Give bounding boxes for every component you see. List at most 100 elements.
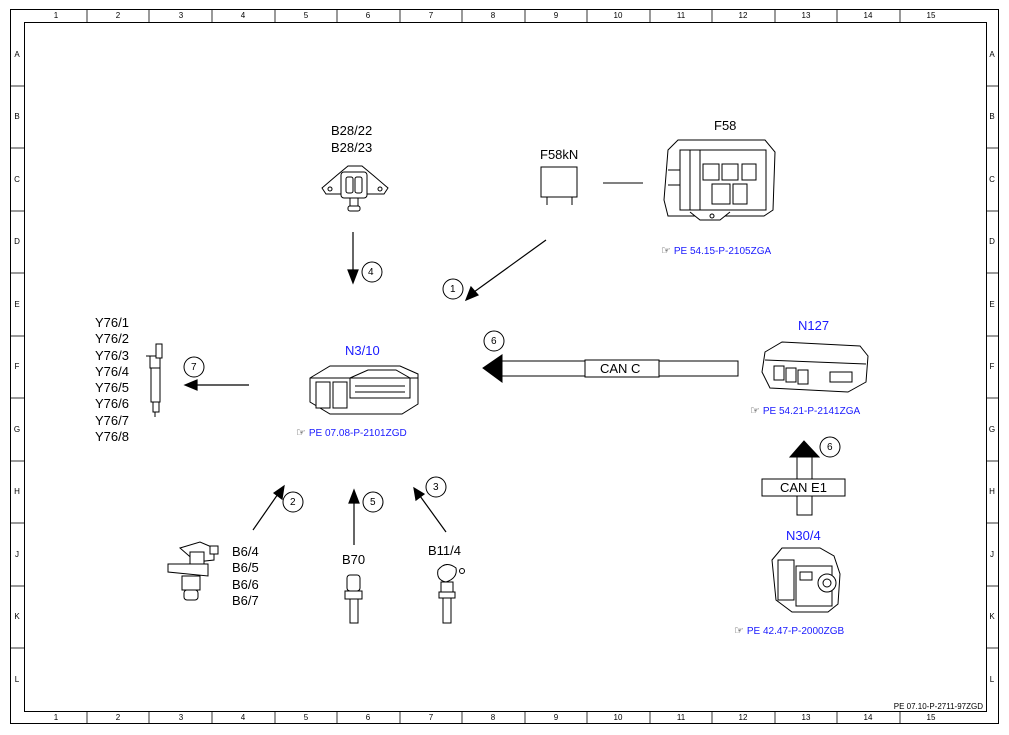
callout-1 (442, 278, 464, 300)
grid-col-label: 7 (428, 11, 434, 20)
callout-number-3: 3 (433, 482, 439, 493)
component-label-y76-8: Y76/8 (95, 429, 129, 445)
can-c-bus (482, 354, 739, 383)
callout-3 (425, 476, 447, 498)
bus-label-can-c: CAN C (600, 361, 641, 376)
grid-row-label: A (14, 50, 20, 59)
grid-col-label: 5 (303, 11, 309, 20)
grid-col-label: 2 (115, 713, 121, 722)
grid-col-label: 8 (490, 713, 496, 722)
grid-col-label: 13 (801, 11, 811, 20)
engine-control-unit-icon (309, 365, 419, 415)
grid-row-label: J (990, 550, 994, 559)
grid-col-label: 11 (676, 713, 686, 722)
grid-row-label: A (989, 50, 995, 59)
callout-4 (361, 261, 383, 283)
control-module-icon (761, 341, 869, 393)
component-label-y76-6: Y76/6 (95, 396, 129, 412)
callout-5 (362, 491, 384, 513)
reference-link-n127[interactable]: ☞PE 54.21-P-2141ZGA (750, 405, 861, 417)
component-label-n127: N127 (798, 318, 830, 333)
fuel-injector-icon (146, 343, 163, 417)
component-label-b11-4: B11/4 (428, 543, 462, 558)
grid-row-label: J (15, 550, 19, 559)
component-label-f58: F58 (714, 118, 737, 133)
grid-row-label: E (14, 300, 20, 309)
grid-row-label: D (989, 237, 995, 246)
grid-col-label: 12 (738, 11, 748, 20)
relay-icon (540, 166, 578, 205)
component-label-n3-10: N3/10 (345, 343, 380, 358)
grid-row-label: D (14, 237, 20, 246)
component-label-f58kn: F58kN (540, 147, 579, 162)
callout-number-1: 1 (450, 284, 456, 295)
grid-col-label: 13 (801, 713, 811, 722)
component-label-b6-7: B6/7 (232, 592, 259, 608)
grid-col-label: 10 (613, 713, 623, 722)
grid-col-label: 6 (365, 713, 371, 722)
component-label-y76-1: Y76/1 (95, 315, 129, 330)
component-label-y76-4: Y76/4 (95, 363, 129, 379)
pointing-hand-icon: ☞ (661, 245, 671, 257)
component-label-y76-2: Y76/2 (95, 331, 129, 347)
callout-number-6: 6 (491, 336, 497, 347)
callout-number-2: 2 (290, 497, 296, 508)
grid-col-label: 1 (53, 713, 59, 722)
grid-col-label: 15 (926, 713, 936, 722)
grid-col-label: 9 (553, 11, 559, 20)
grid-row-label: F (989, 362, 995, 371)
bus-label-can-e1: CAN E1 (780, 480, 827, 495)
document-reference: PE 07.10-P-2711-97ZGD (893, 702, 983, 711)
grid-col-label: 1 (53, 11, 59, 20)
callout-6a (483, 330, 505, 352)
grid-row-label: L (14, 675, 20, 684)
callout-number-6: 6 (827, 442, 833, 453)
component-label-b6-4: B6/4 (232, 544, 259, 559)
component-label-y76-list: Y76/1 Y76/2 Y76/3 Y76/4 Y76/5 Y76/6 Y76/… (95, 315, 129, 445)
grid-col-label: 11 (676, 11, 686, 20)
crankshaft-sensor-icon (344, 574, 363, 624)
pressure-sensor-icon (321, 165, 389, 212)
pointing-hand-icon: ☞ (734, 625, 744, 637)
callout-number-7: 7 (191, 362, 197, 373)
esp-unit-icon (771, 547, 841, 613)
grid-col-label: 6 (365, 11, 371, 20)
grid-row-label: H (14, 487, 20, 496)
grid-col-label: 15 (926, 11, 936, 20)
grid-col-label: 3 (178, 713, 184, 722)
reference-link-f58[interactable]: ☞PE 54.15-P-2105ZGA (661, 245, 772, 257)
grid-col-label: 2 (115, 11, 121, 20)
callout-7 (183, 356, 205, 378)
callout-number-4: 4 (368, 267, 374, 278)
grid-col-label: 4 (240, 11, 246, 20)
component-label-y76-3: Y76/3 (95, 347, 129, 363)
grid-col-label: 14 (863, 11, 873, 20)
callout-2 (282, 491, 304, 513)
can-e1-bus (761, 440, 846, 516)
temperature-sensor-icon (437, 564, 465, 624)
grid-row-label: C (989, 175, 995, 184)
grid-col-label: 10 (613, 11, 623, 20)
component-label-b28-22: B28/22 (331, 123, 373, 138)
component-label-y76-5: Y76/5 (95, 380, 129, 396)
pointing-hand-icon: ☞ (750, 405, 760, 417)
callout-number-5: 5 (370, 497, 376, 508)
component-label-n30-4: N30/4 (786, 528, 821, 543)
grid-col-label: 7 (428, 713, 434, 722)
grid-row-label: H (989, 487, 995, 496)
camshaft-sensor-icon (167, 541, 219, 601)
grid-col-label: 5 (303, 713, 309, 722)
component-label-b6-6: B6/6 (232, 576, 259, 592)
grid-row-label: F (14, 362, 20, 371)
reference-link-n30-4[interactable]: ☞PE 42.47-P-2000ZGB (734, 625, 845, 637)
grid-row-label: C (14, 175, 20, 184)
pointing-hand-icon: ☞ (296, 427, 306, 439)
reference-link-n3-10[interactable]: ☞PE 07.08-P-2101ZGD (296, 427, 407, 439)
callout-6b (819, 436, 841, 458)
grid-col-label: 12 (738, 713, 748, 722)
grid-row-label: G (13, 425, 21, 434)
fuse-box-icon (663, 139, 776, 221)
grid-row-label: K (14, 612, 20, 621)
grid-col-label: 4 (240, 713, 246, 722)
